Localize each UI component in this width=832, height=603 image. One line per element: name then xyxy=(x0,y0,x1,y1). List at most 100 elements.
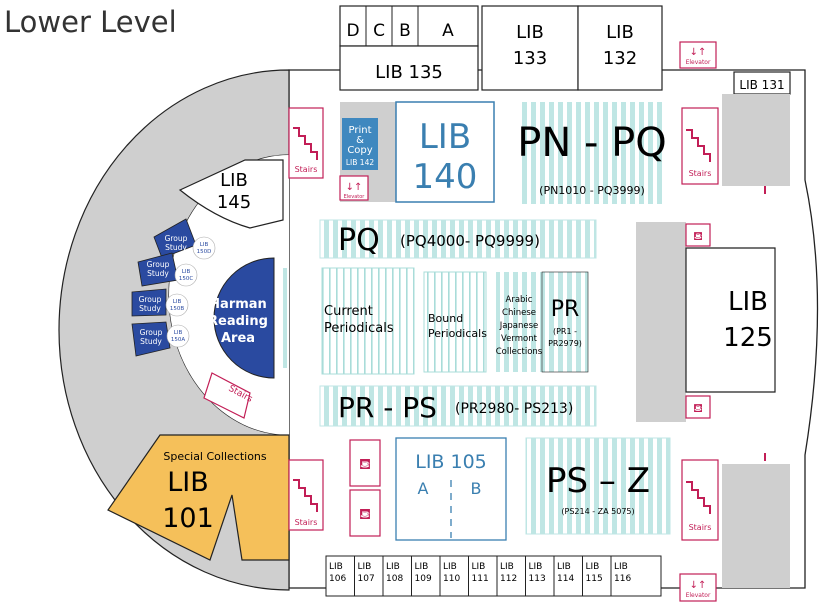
harman-label-3: Area xyxy=(221,331,255,346)
lib142-line3: Copy xyxy=(347,145,372,156)
current-periodicals-line2: Periodicals xyxy=(324,321,394,336)
bottom-room-line1: LIB xyxy=(529,562,543,572)
group-study-150c-line2: Study xyxy=(147,269,169,278)
collections-line5: Collections xyxy=(496,347,543,357)
room-lib-113[interactable]: LIB 113 xyxy=(525,555,555,597)
group-study-150a[interactable]: Group Study LIB 150A xyxy=(131,321,190,357)
room-lib-132[interactable] xyxy=(577,5,663,91)
stack-collections[interactable] xyxy=(496,272,542,372)
group-study-150b[interactable]: Group Study LIB 150B xyxy=(131,288,189,317)
elevator-top[interactable]: ↓↑ Elevator xyxy=(679,41,717,69)
lib133-label-2: 133 xyxy=(513,48,547,69)
room-lib-112[interactable]: LIB 112 xyxy=(496,555,526,597)
room-lib-125[interactable] xyxy=(685,247,776,393)
bound-periodicals-line1: Bound xyxy=(428,312,463,325)
restroom-105-top[interactable]: ⛾ xyxy=(349,439,381,487)
bottom-room-line2: 106 xyxy=(329,574,346,584)
bottom-room-line2: 113 xyxy=(529,574,546,584)
stack-pr[interactable] xyxy=(541,271,589,373)
bottom-room-line1: LIB xyxy=(329,562,343,572)
toilet-icon: ⛾ xyxy=(693,401,703,415)
gray-block-right-top xyxy=(722,94,790,186)
bottom-room-line1: LIB xyxy=(386,562,400,572)
lib105-label: LIB 105 xyxy=(415,451,487,473)
stack-ps-z[interactable] xyxy=(525,437,671,535)
elevator-bottom[interactable]: ↓↑ Elevator xyxy=(679,573,717,602)
stack-pq[interactable] xyxy=(319,219,597,259)
stairs-top-left[interactable]: Stairs xyxy=(288,107,324,179)
group-study-150c[interactable]: Group Study LIB 150C xyxy=(137,252,198,287)
bottom-room-line2: 114 xyxy=(557,574,574,584)
bottom-room-line1: LIB xyxy=(557,562,571,572)
current-periodicals-line1: Current xyxy=(324,304,373,319)
room-lib-108[interactable]: LIB 108 xyxy=(382,555,412,597)
lib133-label-1: LIB xyxy=(516,22,544,43)
toilet-icon: ⛾ xyxy=(359,505,371,523)
room-lib-135[interactable] xyxy=(339,45,479,91)
lib101-caption: Special Collections xyxy=(163,450,267,463)
stairs-bottom-right[interactable]: Stairs xyxy=(681,459,719,541)
lib142-line1: Print xyxy=(348,125,371,136)
elevator-top-label: Elevator xyxy=(686,59,711,66)
stack-pr-ps[interactable] xyxy=(319,385,597,427)
pr-ps-label: PR - PS xyxy=(338,391,437,424)
stairs-bottom-right-label: Stairs xyxy=(689,523,712,532)
group-study-150a-room1: LIB xyxy=(174,330,183,336)
group-study-150d[interactable]: Group Study LIB 150D xyxy=(153,218,216,260)
room-lib-135-abcd[interactable] xyxy=(339,5,479,47)
bound-periodicals-line2: Periodicals xyxy=(428,327,487,340)
restroom-125-bottom[interactable]: ⛾ xyxy=(685,395,711,419)
bottom-room-line2: 112 xyxy=(500,574,517,584)
group-study-150b-room2: 150B xyxy=(170,306,184,312)
restroom-125-top[interactable]: ⛾ xyxy=(685,223,711,247)
room-lib-114[interactable]: LIB 114 xyxy=(553,555,583,597)
stairs-top-right-label: Stairs xyxy=(689,169,712,178)
lib101-label-2: 101 xyxy=(162,503,214,534)
lib145-label-2: 145 xyxy=(217,192,251,213)
lib142-line4: LIB 142 xyxy=(346,158,374,167)
group-study-150d-room1: LIB xyxy=(200,242,209,248)
bottom-room-line2: 108 xyxy=(386,574,403,584)
bottom-room-line1: LIB xyxy=(358,562,372,572)
stairs-top-right[interactable]: Stairs xyxy=(681,107,719,185)
stairs-top-left-label: Stairs xyxy=(295,165,318,174)
lib131-label: LIB 131 xyxy=(739,78,784,92)
restroom-105-bottom[interactable]: ⛾ xyxy=(349,489,381,537)
collections-line3: Japanese xyxy=(499,321,539,331)
harman-reading-area[interactable] xyxy=(213,257,275,379)
toilet-icon: ⛾ xyxy=(693,229,703,243)
bottom-room-line1: LIB xyxy=(500,562,514,572)
stack-bound-periodicals[interactable] xyxy=(423,271,487,373)
stack-current-periodicals[interactable] xyxy=(321,267,415,375)
harman-label-2: Reading xyxy=(208,314,268,329)
group-study-150b-room1: LIB xyxy=(173,299,182,305)
bottom-rooms: LIB106LIB107LIB108LIB109LIB110LIB111LIB1… xyxy=(325,555,662,597)
page-title: Lower Level xyxy=(4,5,177,39)
room-lib-145[interactable] xyxy=(178,159,284,229)
room-lib-142[interactable] xyxy=(342,118,378,170)
lib101-label-1: LIB xyxy=(167,467,209,498)
elevator-print[interactable]: ↓↑ Elevator xyxy=(339,175,369,201)
stack-pn-pq[interactable] xyxy=(518,102,666,204)
elevator-bottom-icon: ↓↑ xyxy=(690,580,707,591)
room-lib-140[interactable] xyxy=(395,101,495,203)
room-lib-106[interactable]: LIB 106 xyxy=(325,555,355,597)
stairs-bottom-left[interactable]: Stairs xyxy=(288,459,324,531)
room-lib-133[interactable] xyxy=(481,5,579,91)
room-lib-101[interactable] xyxy=(107,434,290,561)
bottom-room-line2: 111 xyxy=(472,574,489,584)
bottom-room-line2: 116 xyxy=(614,574,631,584)
stairs-harman[interactable]: Stairs xyxy=(203,372,254,419)
lib142-line2: & xyxy=(356,135,364,146)
harman-label-1: Harman xyxy=(209,297,267,312)
ps-z-label: PS – Z xyxy=(546,461,650,501)
pr-label: PR xyxy=(551,297,580,322)
elevator-bottom-label: Elevator xyxy=(686,592,711,599)
pn-pq-label: PN - PQ xyxy=(517,120,667,166)
